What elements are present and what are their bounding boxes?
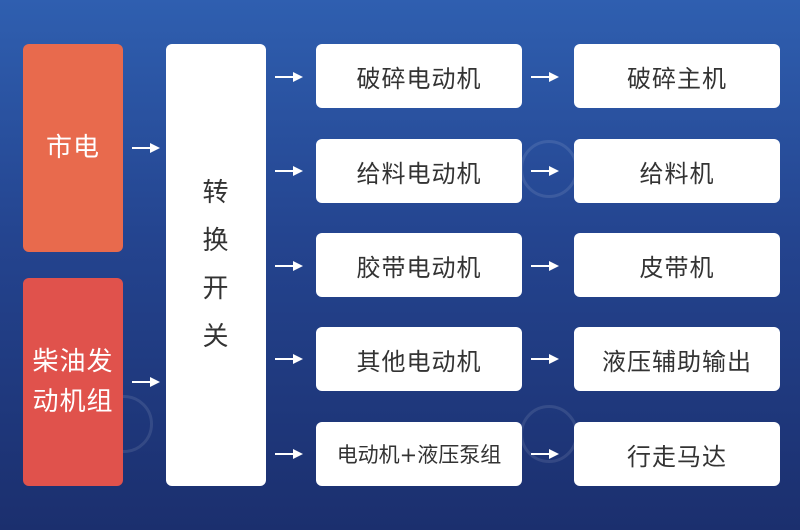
diesel-generator-box: 柴油发动机组 (23, 278, 123, 486)
target-label: 行走马达 (627, 442, 727, 471)
arrow-motor-to-target (531, 259, 559, 273)
target-box: 皮带机 (574, 233, 780, 297)
motor-label: 给料电动机 (356, 159, 482, 188)
switch-char: 关 (202, 322, 230, 352)
motor-box: 其他电动机 (316, 327, 522, 391)
target-box: 液压辅助输出 (574, 327, 780, 391)
motor-label: 电动机+液压泵组 (336, 443, 502, 467)
arrow-switch-to-motor (275, 259, 303, 273)
arrow-switch-to-motor (275, 447, 303, 461)
switch-char: 换 (202, 226, 230, 256)
grid-power-label: 市电 (45, 133, 100, 163)
target-box: 破碎主机 (574, 44, 780, 108)
target-box: 行走马达 (574, 422, 780, 486)
grid-power-box: 市电 (23, 44, 123, 252)
target-label: 皮带机 (639, 253, 715, 282)
arrow-motor-to-target (531, 164, 559, 178)
motor-label: 胶带电动机 (356, 253, 482, 282)
motor-box: 胶带电动机 (316, 233, 522, 297)
target-box: 给料机 (574, 139, 780, 203)
motor-box: 给料电动机 (316, 139, 522, 203)
motor-label: 其他电动机 (356, 347, 482, 376)
arrow-grid-to-switch (132, 141, 160, 155)
target-label: 液压辅助输出 (602, 347, 752, 376)
arrow-motor-to-target (531, 70, 559, 84)
arrow-switch-to-motor (275, 164, 303, 178)
arrow-motor-to-target (531, 447, 559, 461)
target-label: 破碎主机 (627, 64, 727, 93)
motor-box: 电动机+液压泵组 (316, 422, 522, 486)
switch-char: 转 (202, 178, 230, 208)
switch-char: 开 (202, 274, 230, 304)
arrow-motor-to-target (531, 352, 559, 366)
motor-label: 破碎电动机 (356, 64, 482, 93)
target-label: 给料机 (639, 159, 715, 188)
transfer-switch-box: 转 换 开 关 (166, 44, 266, 486)
arrow-generator-to-switch (132, 375, 160, 389)
diesel-generator-label: 柴油发动机组 (32, 347, 114, 417)
arrow-switch-to-motor (275, 352, 303, 366)
arrow-switch-to-motor (275, 70, 303, 84)
motor-box: 破碎电动机 (316, 44, 522, 108)
